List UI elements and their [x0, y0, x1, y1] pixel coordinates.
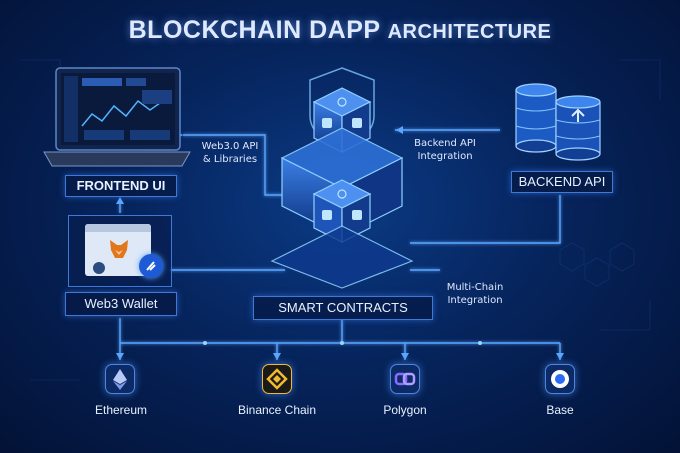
ethereum-icon[interactable]: [105, 364, 135, 394]
web3-api-annotation: Web3.0 API & Libraries: [190, 140, 270, 166]
chain-label-polygon: Polygon: [383, 403, 427, 417]
web3-api-line1: Web3.0 API: [201, 141, 259, 152]
backend-integration-line2: Integration: [417, 151, 473, 162]
chain-label-binance: Binance Chain: [237, 403, 317, 417]
binance-icon[interactable]: [262, 364, 292, 394]
multichain-line2: Integration: [447, 295, 503, 306]
chain-label-base: Base: [546, 403, 574, 417]
page-title: BLOCKCHAIN DAPP ARCHITECTURE: [0, 16, 680, 45]
multichain-annotation: Multi-Chain Integration: [432, 281, 518, 307]
wallet-app-icon: [93, 262, 105, 274]
backend-integration-annotation: Backend API Integration: [400, 137, 490, 163]
metamask-fox-icon: [108, 238, 130, 260]
polygon-icon[interactable]: [390, 364, 420, 394]
title-secondary: ARCHITECTURE: [387, 21, 552, 43]
multichain-line1: Multi-Chain: [446, 282, 504, 293]
backend-integration-line1: Backend API: [414, 138, 476, 149]
web3-api-line2: & Libraries: [202, 154, 258, 165]
laptop-icon: [42, 66, 192, 171]
frontend-ui-label: FRONTEND UI: [65, 175, 177, 197]
base-icon[interactable]: [545, 364, 575, 394]
database-icon: [510, 82, 610, 162]
web3-wallet-panel: [68, 215, 172, 287]
smart-contracts-label: SMART CONTRACTS: [253, 296, 433, 320]
title-main: BLOCKCHAIN DAPP: [128, 16, 381, 44]
smart-contract-blocks-icon: [262, 66, 422, 291]
chain-label-ethereum: Ethereum: [94, 403, 148, 417]
backend-api-label: BACKEND API: [511, 171, 613, 193]
web3-wallet-label: Web3 Wallet: [65, 292, 177, 316]
wallet-connect-icon[interactable]: [139, 254, 163, 278]
